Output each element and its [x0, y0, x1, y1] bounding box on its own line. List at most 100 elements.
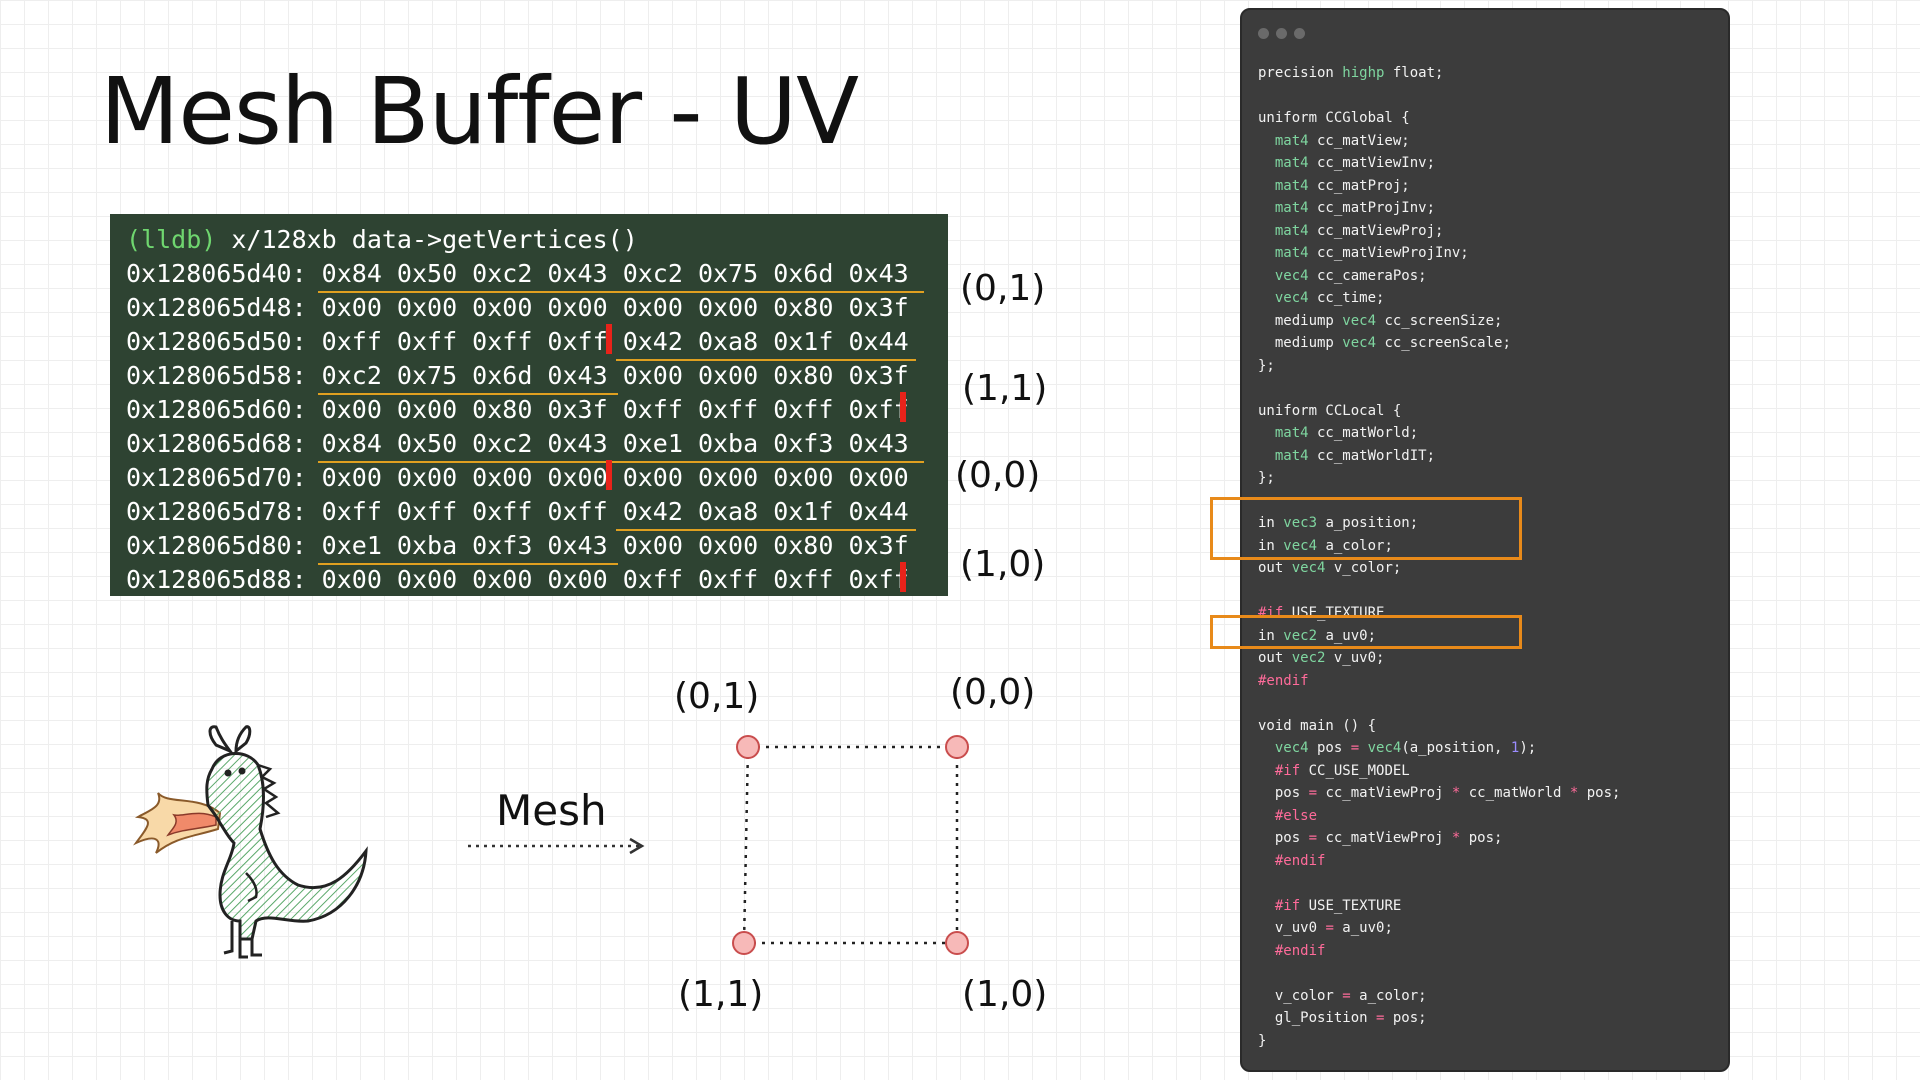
uv-label: (1,0): [960, 544, 1046, 585]
code-line: [1258, 872, 1720, 895]
memory-row: 0x128065d50: 0xff 0xff 0xff 0xff 0x42 0x…: [126, 327, 909, 356]
code-token: vec4: [1283, 537, 1318, 554]
code-token: out: [1258, 650, 1292, 666]
code-token: vec4: [1342, 312, 1377, 329]
code-token: in: [1258, 515, 1284, 531]
code-token: pos;: [1578, 785, 1621, 801]
code-token: [1258, 223, 1275, 239]
code-line: #else: [1258, 805, 1720, 828]
code-token: out: [1258, 560, 1292, 576]
quad-vertex-top-left: [736, 735, 760, 759]
mesh-label: Mesh: [496, 786, 607, 835]
vertex-boundary-marker: [900, 392, 906, 422]
memory-row: 0x128065d60: 0x00 0x00 0x80 0x3f 0xff 0x…: [126, 395, 909, 424]
code-line: vec4 cc_cameraPos;: [1258, 265, 1720, 288]
code-token: mediump: [1258, 335, 1343, 351]
code-token: mediump: [1258, 312, 1343, 329]
code-line: out vec2 v_uv0;: [1258, 647, 1720, 670]
uv-attribute-highlight-box: [1210, 615, 1522, 649]
code-line: mediump vec4 cc_screenSize;: [1258, 310, 1720, 333]
code-token: cc_screenSize;: [1376, 312, 1503, 329]
uv-underline: [616, 359, 916, 361]
uv-label: (0,0): [955, 455, 1041, 496]
code-line: pos = cc_matViewProj * pos;: [1258, 827, 1720, 850]
code-line: #endif: [1258, 670, 1720, 693]
code-token: vec4: [1367, 740, 1402, 756]
code-token: mat4: [1274, 132, 1309, 149]
code-line: #endif: [1258, 940, 1720, 963]
code-line: v_color = a_color;: [1258, 985, 1720, 1008]
code-line: mat4 cc_matWorld;: [1258, 422, 1720, 445]
code-token: a_uv0;: [1333, 920, 1393, 936]
code-token: };: [1258, 470, 1275, 486]
vertex-boundary-marker: [606, 460, 612, 490]
vertex-boundary-marker: [606, 324, 612, 354]
quad-label-bottom-right: (1,0): [962, 974, 1048, 1015]
code-token: [1258, 245, 1275, 261]
code-line: [1258, 85, 1720, 108]
code-token: USE_TEXTURE: [1300, 897, 1402, 914]
code-token: cc_matViewProj: [1317, 785, 1452, 801]
code-token: vec4: [1291, 560, 1326, 576]
code-token: [1258, 178, 1275, 194]
uv-underline: [318, 563, 618, 565]
code-token: #endif: [1258, 672, 1309, 689]
code-token: cc_time;: [1308, 290, 1385, 306]
quad-vertex-top-right: [945, 735, 969, 759]
code-token: a_position;: [1317, 515, 1419, 531]
window-dots-icon: [1258, 28, 1269, 39]
code-line: mat4 cc_matProjInv;: [1258, 197, 1720, 220]
code-line: pos = cc_matViewProj * cc_matWorld * pos…: [1258, 782, 1720, 805]
code-token: *: [1451, 830, 1461, 846]
code-token: =: [1376, 1010, 1385, 1026]
lldb-terminal: (lldb) x/128xb data->getVertices() 0x128…: [110, 214, 948, 596]
code-line: };: [1258, 355, 1720, 378]
uv-label: (1,1): [962, 368, 1048, 409]
code-line: uniform CCLocal {: [1258, 400, 1720, 423]
code-token: *: [1451, 785, 1461, 801]
code-line: #if CC_USE_MODEL: [1258, 760, 1720, 783]
code-line: vec4 cc_time;: [1258, 287, 1720, 310]
dotted-arrow-icon: [468, 837, 645, 855]
code-token: =: [1308, 830, 1318, 846]
code-line: v_uv0 = a_uv0;: [1258, 917, 1720, 940]
code-token: v_uv0: [1258, 920, 1326, 936]
memory-row: 0x128065d70: 0x00 0x00 0x00 0x00 0x00 0x…: [126, 463, 909, 492]
quad-vertex-bottom-left: [732, 931, 756, 955]
code-token: precision: [1258, 65, 1343, 81]
code-token: [1258, 268, 1275, 284]
page-title: Mesh Buffer - UV: [100, 58, 859, 165]
code-line: }: [1258, 1030, 1720, 1053]
code-token: [1258, 200, 1275, 216]
code-line: out vec4 v_color;: [1258, 557, 1720, 580]
code-token: #if: [1274, 762, 1301, 779]
code-line: [1258, 692, 1720, 715]
code-token: [1258, 898, 1275, 914]
code-token: v_color;: [1325, 560, 1402, 576]
code-token: =: [1342, 987, 1351, 1004]
code-line: uniform CCGlobal {: [1258, 107, 1720, 130]
code-token: cc_matViewProj;: [1308, 222, 1444, 239]
code-line: in vec2 a_uv0;: [1258, 625, 1720, 648]
code-line: mat4 cc_matWorldIT;: [1258, 445, 1720, 468]
code-token: pos: [1258, 785, 1309, 801]
code-token: pos;: [1460, 830, 1503, 846]
code-token: a_color;: [1350, 987, 1427, 1004]
code-token: [1258, 448, 1275, 464]
code-token: pos: [1308, 740, 1351, 756]
window-dots-icon: [1294, 28, 1305, 39]
code-token: cc_screenScale;: [1376, 335, 1511, 351]
uv-underline: [616, 529, 916, 531]
code-token: mat4: [1274, 200, 1309, 216]
uv-quad-outline: [742, 745, 959, 945]
code-token: cc_matProjInv;: [1308, 200, 1436, 216]
code-line: mat4 cc_matViewProjInv;: [1258, 242, 1720, 265]
code-token: mat4: [1274, 222, 1309, 239]
code-line: void main () {: [1258, 715, 1720, 738]
code-token: [1258, 740, 1275, 756]
code-token: cc_matViewInv;: [1308, 155, 1436, 171]
code-token: #endif: [1274, 852, 1326, 869]
vertex-boundary-marker: [900, 562, 906, 592]
uv-label: (0,1): [960, 268, 1046, 309]
code-token: vec3: [1283, 515, 1318, 531]
